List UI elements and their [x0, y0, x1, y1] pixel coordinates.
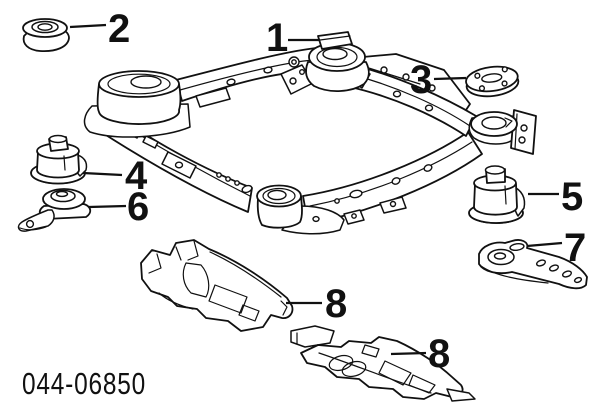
- part-cushion-2: [22, 18, 70, 52]
- callout-1: 1: [266, 16, 288, 60]
- catalog-code: 044-06850: [22, 366, 146, 401]
- part-bracket-6: [17, 188, 92, 232]
- callout-3: 3: [410, 58, 432, 102]
- callout-2: 2: [108, 7, 130, 51]
- leader-line-8b: [390, 351, 427, 356]
- part-retainer-3: [465, 65, 520, 98]
- part-mount-5: [468, 165, 526, 224]
- part-subframe-crossmember: [83, 31, 537, 235]
- leader-line-3: [433, 76, 467, 81]
- leader-line-4: [82, 171, 123, 177]
- callout-4: 4: [125, 154, 148, 198]
- callout-7: 7: [564, 226, 586, 270]
- callout-5: 5: [561, 175, 583, 219]
- leader-line-7: [526, 241, 563, 248]
- part-under-cover-8a: [140, 239, 294, 332]
- part-bracket-7: [478, 239, 588, 290]
- part-mount-4: [30, 134, 88, 185]
- callout-8b: 8: [428, 332, 450, 376]
- callout-6: 6: [127, 185, 149, 229]
- leader-line-2: [69, 23, 107, 29]
- leader-line-6: [88, 204, 127, 209]
- part-under-cover-8b: [290, 325, 476, 402]
- callout-8a: 8: [325, 282, 347, 326]
